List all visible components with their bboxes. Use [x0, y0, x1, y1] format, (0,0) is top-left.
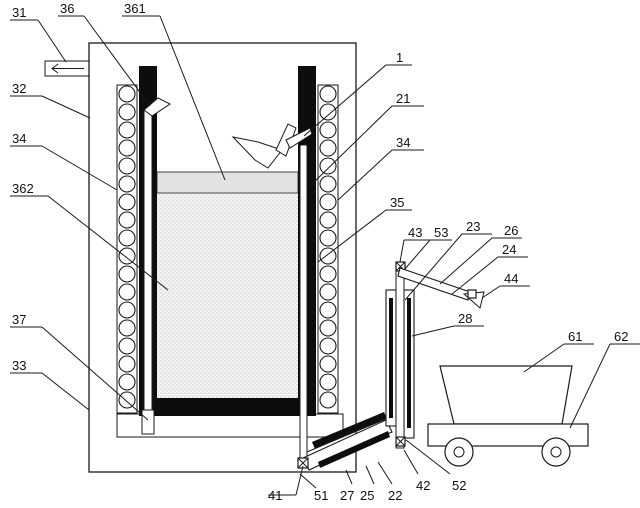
- crucible-bottom: [139, 398, 316, 416]
- label-44: 44: [504, 271, 518, 286]
- coil-turn: [118, 337, 136, 355]
- coil-turn: [319, 247, 337, 265]
- vertical-elevator: [385, 261, 415, 449]
- molten-material: [157, 193, 298, 398]
- induction-coil-right: [317, 84, 339, 414]
- label-37: 37: [12, 312, 26, 327]
- collection-cart: [427, 365, 589, 467]
- label-34-left: 34: [12, 131, 26, 146]
- inclined-conveyor: [297, 412, 393, 471]
- label-25: 25: [360, 488, 374, 503]
- slag-layer: [156, 171, 299, 194]
- coil-turn: [118, 373, 136, 391]
- coil-turn: [319, 121, 337, 139]
- label-62: 62: [614, 329, 628, 344]
- label-28: 28: [458, 311, 472, 326]
- label-361: 361: [124, 1, 146, 16]
- coil-turn: [118, 121, 136, 139]
- label-32: 32: [12, 81, 26, 96]
- coil-turn: [319, 85, 337, 103]
- label-27: 27: [340, 488, 354, 503]
- coil-turn: [118, 193, 136, 211]
- coil-turn: [319, 229, 337, 247]
- coil-turn: [118, 319, 136, 337]
- label-1: 1: [396, 50, 403, 65]
- coil-turn: [118, 157, 136, 175]
- label-21: 21: [396, 91, 410, 106]
- induction-coil-left: [116, 84, 138, 414]
- label-24: 24: [502, 242, 516, 257]
- coil-turn: [118, 139, 136, 157]
- charging-chute-left: [141, 97, 171, 435]
- furnace-housing: [88, 42, 357, 473]
- coil-turn: [118, 391, 136, 409]
- label-22: 22: [388, 488, 402, 503]
- coil-turn: [118, 283, 136, 301]
- coil-turn: [319, 103, 337, 121]
- label-35: 35: [390, 195, 404, 210]
- coil-turn: [319, 265, 337, 283]
- exhaust-pipe: [44, 60, 90, 77]
- label-34-right: 34: [396, 135, 410, 150]
- coil-turn: [319, 157, 337, 175]
- label-51: 51: [314, 488, 328, 503]
- coil-turn: [319, 319, 337, 337]
- label-52: 52: [452, 478, 466, 493]
- label-31: 31: [12, 5, 26, 20]
- label-53: 53: [434, 225, 448, 240]
- label-362: 362: [12, 181, 34, 196]
- label-43: 43: [408, 225, 422, 240]
- coil-turn: [118, 85, 136, 103]
- feed-arm: [397, 267, 485, 309]
- coil-turn: [319, 139, 337, 157]
- coil-turn: [319, 211, 337, 229]
- coil-turn: [319, 373, 337, 391]
- label-61: 61: [568, 329, 582, 344]
- coil-turn: [319, 355, 337, 373]
- coil-turn: [319, 283, 337, 301]
- coil-turn: [118, 211, 136, 229]
- coil-turn: [319, 301, 337, 319]
- coil-turn: [118, 301, 136, 319]
- coil-turn: [118, 355, 136, 373]
- coil-turn: [118, 229, 136, 247]
- label-33: 33: [12, 358, 26, 373]
- feeder-hopper: [231, 123, 313, 169]
- coil-turn: [319, 391, 337, 409]
- label-41: 41: [268, 488, 282, 503]
- leader-lines: [10, 15, 640, 496]
- coil-turn: [118, 175, 136, 193]
- label-26: 26: [504, 223, 518, 238]
- coil-turn: [118, 247, 136, 265]
- coil-turn: [118, 265, 136, 283]
- coil-turn: [319, 337, 337, 355]
- label-23: 23: [466, 219, 480, 234]
- label-36: 36: [60, 1, 74, 16]
- label-42: 42: [416, 478, 430, 493]
- coil-turn: [319, 175, 337, 193]
- coil-turn: [319, 193, 337, 211]
- coil-turn: [118, 103, 136, 121]
- discharge-pipe: [299, 144, 308, 464]
